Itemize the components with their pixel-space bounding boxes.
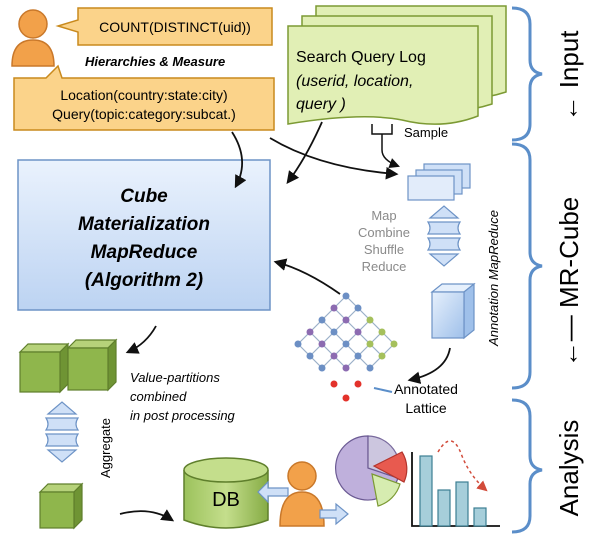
analyst-person-icon — [11, 9, 55, 67]
partition-cubes — [18, 338, 118, 394]
measure-callout-text: COUNT(DISTINCT(uid)) — [99, 19, 251, 35]
final-cube — [38, 482, 84, 530]
arrow-log-to-cube — [286, 121, 323, 185]
query-log-fields-2: query ) — [296, 96, 346, 113]
query-log-title: Search Query Log — [296, 49, 426, 66]
arrow-to-lattice — [407, 347, 451, 384]
cube-box-line-4: (Algorithm 2) — [85, 270, 203, 291]
db-label: DB — [212, 489, 240, 511]
arrow-lattice-to-cube — [273, 258, 341, 295]
phase-analysis-label: Analysis — [554, 420, 584, 517]
phase-mrcube-label: ←— MR-Cube — [554, 197, 584, 367]
annotated-lattice-label-1: Annotated — [394, 381, 458, 397]
cube-box-line-3: MapReduce — [91, 242, 198, 263]
step-combine: Combine — [358, 225, 410, 240]
arrow-cube-to-partitions — [125, 325, 157, 354]
arrow-callout-to-sample — [269, 137, 399, 180]
phase-braces — [511, 6, 543, 534]
sample-blocks — [407, 163, 471, 201]
bar-chart-icon — [411, 440, 500, 527]
arrow-cube-to-db — [119, 509, 175, 522]
value-partitions-line-3: in post processing — [130, 408, 236, 423]
mrcube-brace — [511, 142, 543, 390]
aggregate-label: Aggregate — [98, 418, 113, 478]
phase-input-label: ← Input — [554, 30, 584, 122]
annotation-mapreduce-label: Annotation MapReduce — [486, 210, 501, 347]
analysis-brace — [511, 398, 543, 534]
value-partitions-line-2: combined — [130, 389, 187, 404]
annotated-lattice — [294, 292, 398, 402]
search-query-log: Search Query Log (userid, location, quer… — [287, 5, 507, 125]
hierarchy-location: Location(country:state:city) — [60, 87, 227, 103]
step-reduce: Reduce — [362, 259, 407, 274]
person-to-chart-arrow — [319, 502, 349, 526]
arrow-callout-to-cube — [231, 131, 247, 189]
hierarchies-measure-label: Hierarchies & Measure — [85, 54, 225, 69]
cube-box-line-1: Cube — [120, 186, 168, 207]
cube-materialization-box: Cube Materialization MapReduce (Algorith… — [17, 159, 271, 311]
annotated-lattice-label-2: Lattice — [405, 400, 446, 416]
step-map: Map — [371, 208, 396, 223]
sample-label: Sample — [404, 125, 448, 140]
mapreduce-shapes-upper — [426, 205, 462, 267]
sample-bracket — [371, 124, 400, 168]
mapreduce-shapes-lower — [44, 401, 80, 463]
cube-box-line-2: Materialization — [78, 214, 210, 235]
input-brace — [511, 6, 543, 142]
step-shuffle: Shuffle — [364, 242, 404, 257]
annotation-cube — [430, 282, 476, 340]
value-partitions-line-1: Value-partitions — [130, 370, 220, 385]
measure-callout: COUNT(DISTINCT(uid)) — [55, 7, 273, 46]
db-person-link — [257, 480, 289, 504]
query-log-fields-1: (userid, location, — [296, 73, 413, 90]
pie-chart-icon — [335, 435, 408, 507]
database-cylinder: DB — [183, 457, 269, 529]
hierarchy-query: Query(topic:category:subcat.) — [52, 106, 236, 122]
hierarchy-callout: Location(country:state:city) Query(topic… — [13, 64, 275, 131]
